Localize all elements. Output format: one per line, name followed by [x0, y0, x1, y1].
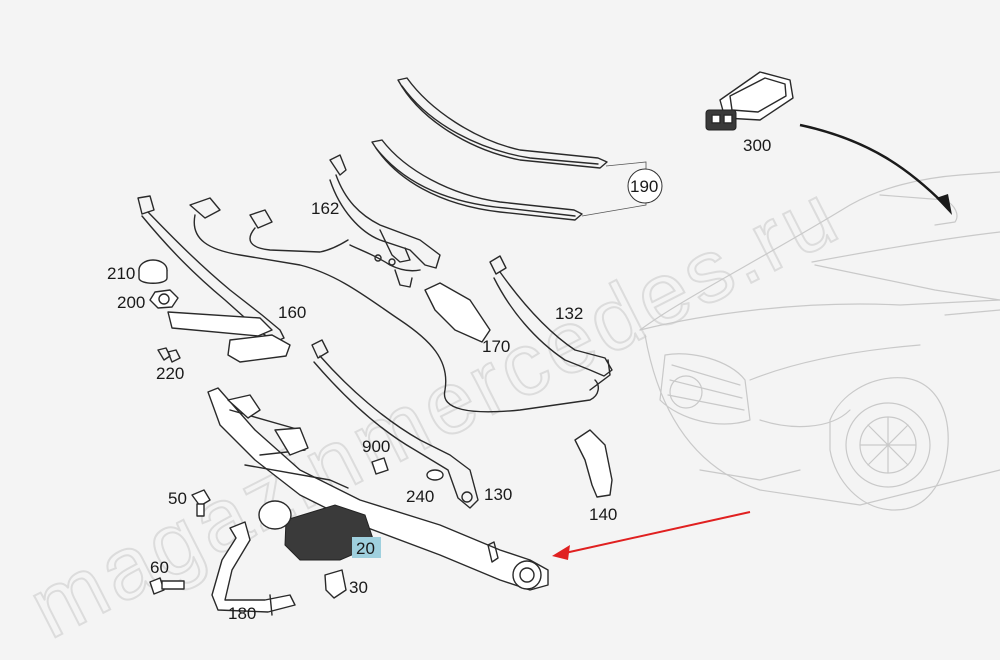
part-200-nut [149, 289, 179, 309]
label-140: 140 [589, 505, 617, 524]
label-240: 240 [406, 487, 434, 506]
curved-arrow-icon [799, 123, 952, 215]
watermark-text: magazinmercedes.ru [14, 163, 855, 657]
part-240-grommet [426, 469, 444, 481]
label-20: 20 [356, 539, 375, 558]
part-60-bolt [149, 577, 185, 595]
part-30-clip [324, 569, 347, 599]
red-arrow-icon [552, 511, 751, 560]
highlight-box-20 [352, 537, 381, 558]
part-140-cover [574, 429, 613, 498]
part-300-sensor [705, 71, 794, 131]
label-180: 180 [228, 604, 256, 623]
label-210: 210 [107, 264, 135, 283]
part-132-wiper-arm [489, 255, 613, 377]
part-50-bolt [191, 489, 211, 517]
part-180-bracket [211, 521, 296, 616]
label-900: 900 [362, 437, 390, 456]
part-162-wiper-arm-assy [329, 154, 441, 288]
label-50: 50 [168, 489, 187, 508]
label-190: 190 [630, 177, 658, 196]
label-162: 162 [311, 199, 339, 218]
label-130: 130 [484, 485, 512, 504]
label-30: 30 [349, 578, 368, 597]
part-900 [371, 457, 389, 475]
label-160: 160 [278, 303, 306, 322]
part-190-wiper-blades [371, 77, 663, 221]
part-160-wiper-arm [137, 195, 291, 363]
part-170-cover [424, 282, 491, 343]
part-220-clip [157, 347, 181, 363]
label-220: 220 [156, 364, 184, 383]
label-300: 300 [743, 136, 771, 155]
part-130-wiper-arm [311, 339, 479, 509]
label-60: 60 [150, 558, 169, 577]
part-210-cap [138, 259, 168, 284]
label-132: 132 [555, 304, 583, 323]
label-200: 200 [117, 293, 145, 312]
label-170: 170 [482, 337, 510, 356]
